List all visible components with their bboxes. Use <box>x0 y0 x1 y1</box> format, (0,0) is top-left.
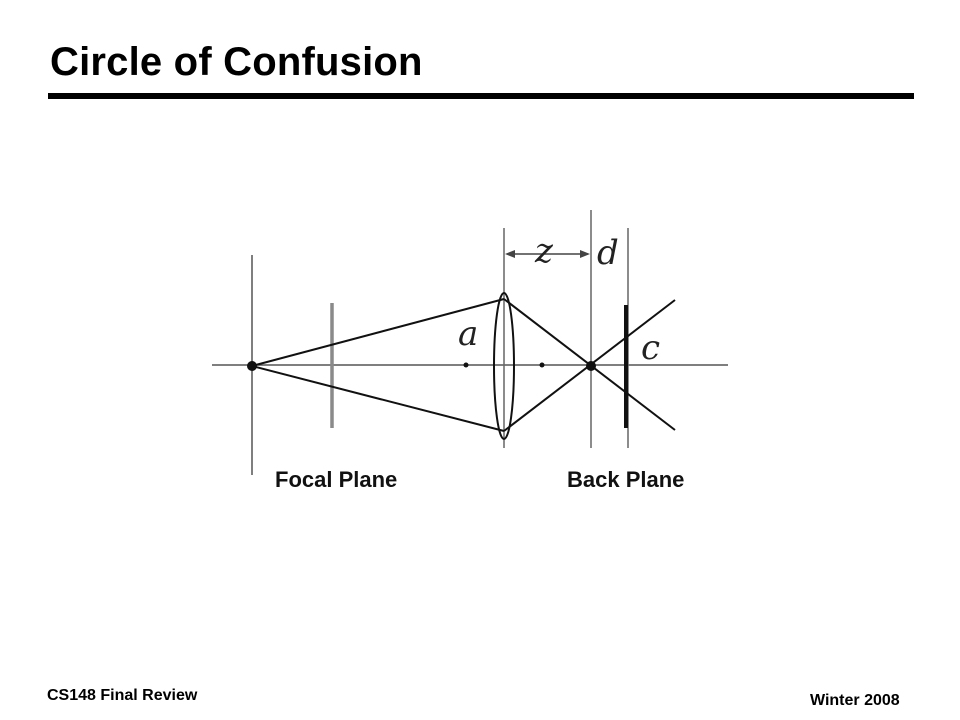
ray-upper-incoming <box>251 298 505 367</box>
z-arrowhead-right <box>580 250 590 258</box>
image-point <box>586 361 596 371</box>
label-d: d <box>597 233 619 273</box>
title-underline <box>48 93 914 99</box>
z-arrowhead-left <box>505 250 515 258</box>
label-a: a <box>458 314 478 354</box>
label-c: c <box>641 328 660 368</box>
footer-course: CS148 Final Review <box>47 687 198 704</box>
footer-term: Winter 2008 <box>810 692 900 709</box>
slide-title: Circle of Confusion <box>50 40 423 84</box>
focal-point-front <box>463 362 469 368</box>
label-z: z <box>534 231 554 271</box>
focal-point-back <box>539 362 545 368</box>
back-plane-label: Back Plane <box>567 467 684 492</box>
object-point <box>247 361 257 371</box>
ray-lower-incoming <box>251 365 505 432</box>
lens <box>493 292 515 440</box>
focal-plane-label: Focal Plane <box>275 467 397 492</box>
